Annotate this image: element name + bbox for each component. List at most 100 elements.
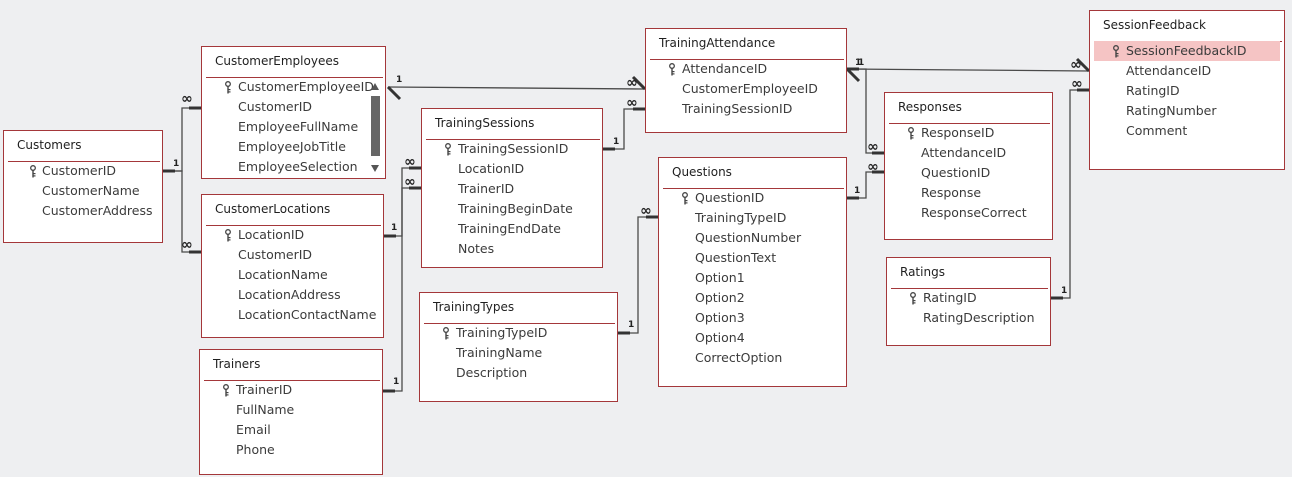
field-row[interactable]: RatingDescription (891, 308, 1046, 328)
table-title[interactable]: Customers (17, 138, 82, 152)
field-row[interactable]: TrainingBeginDate (426, 199, 598, 219)
field-name: CustomerID (238, 247, 313, 262)
relationship-line[interactable] (618, 216, 658, 334)
field-list-scrollbar[interactable] (370, 83, 381, 172)
field-row[interactable]: TrainingSessionID (650, 99, 842, 119)
field-row[interactable]: ResponseID (889, 123, 1048, 143)
field-row[interactable]: AttendanceID (1094, 61, 1280, 81)
table-title[interactable]: Responses (898, 100, 962, 114)
field-row[interactable]: Option2 (663, 288, 842, 308)
field-row[interactable]: CustomerEmployeeID (650, 79, 842, 99)
table-title[interactable]: TrainingAttendance (659, 36, 776, 50)
relationship-line[interactable] (384, 167, 421, 237)
relationship-line[interactable] (387, 86, 646, 90)
field-row[interactable]: CustomerName (8, 181, 158, 201)
relationship-line[interactable] (846, 68, 1090, 72)
field-row[interactable]: TrainerID (426, 179, 598, 199)
field-row[interactable]: QuestionNumber (663, 228, 842, 248)
field-row[interactable]: TrainerID (204, 380, 378, 400)
relationship-line[interactable] (1051, 89, 1089, 299)
field-row[interactable]: QuestionID (663, 188, 842, 208)
field-row[interactable]: RatingID (1094, 81, 1280, 101)
scroll-down-arrow-icon[interactable] (371, 165, 379, 172)
field-row[interactable]: EmployeeFullName (206, 117, 367, 137)
field-row[interactable]: AttendanceID (650, 59, 842, 79)
field-row[interactable]: LocationContactName (206, 305, 379, 325)
relationship-line[interactable] (383, 187, 421, 392)
field-row[interactable]: QuestionID (889, 163, 1048, 183)
table-title[interactable]: Questions (672, 165, 732, 179)
field-row[interactable]: Comment (1094, 121, 1280, 141)
field-row[interactable]: TrainingTypeID (663, 208, 842, 228)
relationship-line[interactable] (847, 68, 884, 154)
field-row[interactable]: CustomerEmployeeID (206, 77, 374, 97)
field-row[interactable]: EmployeeJobTitle (206, 137, 367, 157)
field-row[interactable]: TrainingSessionID (426, 139, 598, 159)
table-title[interactable]: Ratings (900, 265, 945, 279)
field-row[interactable]: Email (204, 420, 378, 440)
field-row[interactable]: RatingNumber (1094, 101, 1280, 121)
field-row[interactable]: Option4 (663, 328, 842, 348)
table-title[interactable]: TrainingSessions (435, 116, 535, 130)
field-row[interactable]: FullName (204, 400, 378, 420)
field-row[interactable]: CustomerID (206, 245, 379, 265)
field-name: TrainerID (236, 382, 293, 397)
field-row[interactable]: Notes (426, 239, 598, 259)
table-title[interactable]: Trainers (213, 357, 261, 371)
field-name: TrainingEndDate (458, 221, 561, 236)
table-title[interactable]: SessionFeedback (1103, 18, 1206, 32)
table-title[interactable]: CustomerEmployees (215, 54, 339, 68)
cardinality-one-label: 1 (393, 377, 400, 387)
relationship-endpoint (845, 67, 861, 83)
relationship-line[interactable] (163, 107, 201, 172)
primary-key-icon (222, 383, 230, 397)
relationship-line[interactable] (603, 108, 645, 150)
primary-key-icon (668, 62, 676, 76)
field-row[interactable]: LocationName (206, 265, 379, 285)
field-row[interactable]: CustomerID (8, 161, 158, 181)
field-row[interactable]: RatingID (891, 288, 1046, 308)
title-divider (663, 188, 844, 189)
field-row[interactable]: SessionFeedbackID (1094, 41, 1280, 61)
field-row[interactable]: LocationID (206, 225, 379, 245)
field-name: CustomerAddress (42, 203, 153, 218)
field-row[interactable]: EmployeeSelection (206, 157, 367, 177)
table-title[interactable]: CustomerLocations (215, 202, 331, 216)
table-title[interactable]: TrainingTypes (433, 300, 515, 314)
field-row[interactable]: CustomerID (206, 97, 367, 117)
field-row[interactable]: Option1 (663, 268, 842, 288)
field-row[interactable]: LocationID (426, 159, 598, 179)
field-row[interactable]: QuestionText (663, 248, 842, 268)
field-row[interactable]: Response (889, 183, 1048, 203)
scroll-thumb[interactable] (371, 96, 380, 156)
field-row[interactable]: CustomerAddress (8, 201, 158, 221)
field-name: CustomerID (238, 99, 313, 114)
field-row[interactable]: ResponseCorrect (889, 203, 1048, 223)
field-row[interactable]: Phone (204, 440, 378, 460)
field-name: Comment (1126, 123, 1188, 138)
field-name: Option2 (695, 290, 745, 305)
field-row[interactable]: TrainingEndDate (426, 219, 598, 239)
field-name: Description (456, 365, 528, 380)
scroll-up-arrow-icon[interactable] (371, 83, 379, 90)
field-row[interactable]: Description (424, 363, 613, 383)
field-row[interactable]: LocationAddress (206, 285, 379, 305)
field-row[interactable]: TrainingTypeID (424, 323, 613, 343)
field-row[interactable]: Option3 (663, 308, 842, 328)
field-row[interactable]: AttendanceID (889, 143, 1048, 163)
field-row[interactable]: CorrectOption (663, 348, 842, 368)
relationship-line[interactable] (847, 171, 884, 199)
field-row[interactable]: TrainingName (424, 343, 613, 363)
